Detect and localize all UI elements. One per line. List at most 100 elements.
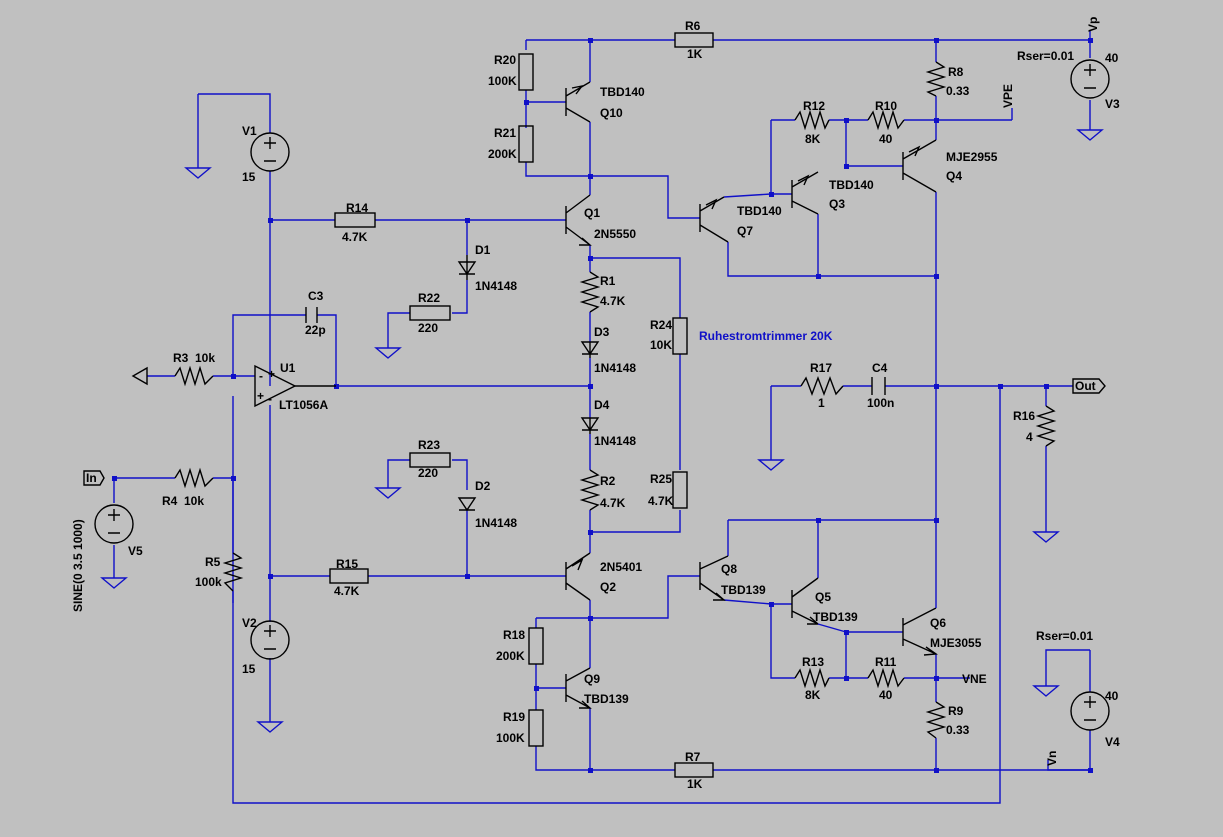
- D4-symbol[interactable]: [580, 417, 600, 434]
- V2-value: 15: [242, 662, 256, 676]
- input-port-in[interactable]: [83, 470, 105, 486]
- R21-symbol[interactable]: [518, 125, 534, 163]
- Q10-symbol[interactable]: [565, 81, 591, 123]
- R23-ref: R23: [418, 438, 440, 452]
- R5-symbol[interactable]: [222, 552, 244, 592]
- R18-symbol[interactable]: [528, 627, 544, 665]
- R4-value: 10k: [184, 494, 204, 508]
- R10-symbol[interactable]: [867, 109, 905, 131]
- R1-symbol[interactable]: [579, 271, 601, 313]
- R24-symbol[interactable]: [672, 317, 688, 355]
- net-vn: Vn: [1045, 751, 1059, 766]
- Q5-symbol[interactable]: [791, 577, 820, 625]
- Q9-symbol[interactable]: [565, 667, 592, 709]
- Q6-symbol[interactable]: [902, 607, 938, 656]
- Q7-symbol[interactable]: [699, 196, 729, 243]
- Q7-value: TBD140: [737, 204, 782, 218]
- V3-symbol[interactable]: [1070, 59, 1110, 99]
- V2-symbol[interactable]: [250, 620, 290, 660]
- Q1-ref: Q1: [584, 206, 600, 220]
- R3-symbol[interactable]: [174, 365, 214, 387]
- R8-symbol[interactable]: [925, 61, 947, 97]
- U1-symbol[interactable]: [254, 364, 336, 408]
- R19-symbol[interactable]: [528, 709, 544, 747]
- V1-symbol[interactable]: [250, 132, 290, 172]
- V5-ref: V5: [128, 544, 143, 558]
- quiescent-trimmer-note: Ruhestromtrimmer 20K: [699, 329, 833, 343]
- R4-ref: R4: [162, 494, 178, 508]
- R20-value: 100K: [488, 74, 517, 88]
- R22-value: 220: [418, 321, 438, 335]
- R23-symbol[interactable]: [409, 452, 451, 468]
- D3-value: 1N4148: [594, 361, 636, 375]
- D3-symbol[interactable]: [580, 341, 600, 358]
- ground-icon: [374, 487, 402, 499]
- R2-symbol[interactable]: [579, 469, 601, 511]
- D1-ref: D1: [475, 243, 491, 257]
- R22-symbol[interactable]: [409, 305, 451, 321]
- R6-value: 1K: [687, 47, 703, 61]
- R24-ref: R24: [650, 318, 672, 332]
- Q3-symbol[interactable]: [791, 171, 819, 215]
- R22-ref: R22: [418, 291, 440, 305]
- R25-symbol[interactable]: [672, 471, 688, 509]
- R20-ref: R20: [494, 53, 516, 67]
- R6-ref: R6: [685, 19, 701, 33]
- R18-ref: R18: [503, 628, 525, 642]
- C4-value: 100n: [867, 396, 894, 410]
- R19-ref: R19: [503, 710, 525, 724]
- R13-ref: R13: [802, 655, 824, 669]
- R17-symbol[interactable]: [800, 376, 844, 396]
- R24-value: 10K: [650, 338, 672, 352]
- R21-value: 200K: [488, 147, 517, 161]
- R11-symbol[interactable]: [867, 667, 905, 689]
- R13-symbol[interactable]: [794, 667, 830, 689]
- R12-symbol[interactable]: [794, 109, 830, 131]
- R15-symbol[interactable]: [329, 568, 369, 584]
- V1-value: 15: [242, 170, 256, 184]
- Q1-symbol[interactable]: [565, 194, 592, 246]
- U1-plus-pin: +: [257, 389, 264, 403]
- C4-ref: C4: [872, 361, 888, 375]
- ground-icon: [1076, 129, 1104, 141]
- Q8-symbol[interactable]: [699, 555, 729, 601]
- R9-symbol[interactable]: [925, 701, 947, 739]
- junction-dots: [112, 38, 1093, 773]
- V1-ref: V1: [242, 124, 257, 138]
- R4-symbol[interactable]: [174, 467, 214, 489]
- ground-icon: [184, 167, 212, 179]
- C4-symbol[interactable]: [871, 377, 886, 395]
- Q5-ref: Q5: [815, 590, 831, 604]
- R9-ref: R9: [948, 704, 964, 718]
- D3-ref: D3: [594, 325, 610, 339]
- V4-symbol[interactable]: [1070, 691, 1110, 731]
- output-port-out[interactable]: [1072, 378, 1106, 394]
- R6-symbol[interactable]: [674, 32, 714, 48]
- R1-ref: R1: [600, 274, 616, 288]
- V3-param: Rser=0.01: [1017, 49, 1074, 63]
- Q2-value: 2N5401: [600, 560, 642, 574]
- ground-icon: [100, 577, 128, 589]
- component-labels: R20 100K R21 200K TBD140 Q10 R6 1K R8 0.…: [71, 17, 1120, 791]
- R21-ref: R21: [494, 126, 516, 140]
- U1-supply-minus-pin: -: [268, 392, 272, 406]
- ground-arrow-icon: [131, 366, 148, 386]
- C3-symbol[interactable]: [305, 307, 318, 323]
- R7-symbol[interactable]: [674, 762, 714, 778]
- R14-ref: R14: [346, 201, 368, 215]
- R14-symbol[interactable]: [334, 212, 376, 228]
- V5-symbol[interactable]: [94, 504, 134, 544]
- R20-symbol[interactable]: [518, 53, 534, 91]
- R19-value: 100K: [496, 731, 525, 745]
- R16-symbol[interactable]: [1035, 405, 1057, 447]
- R8-ref: R8: [948, 65, 964, 79]
- Q2-symbol[interactable]: [565, 552, 591, 601]
- D2-value: 1N4148: [475, 516, 517, 530]
- D1-symbol[interactable]: [457, 255, 477, 280]
- net-vne: VNE: [962, 672, 987, 686]
- R11-ref: R11: [875, 655, 897, 669]
- Q4-symbol[interactable]: [902, 139, 937, 193]
- D2-symbol[interactable]: [457, 497, 477, 512]
- wires: [113, 39, 1091, 804]
